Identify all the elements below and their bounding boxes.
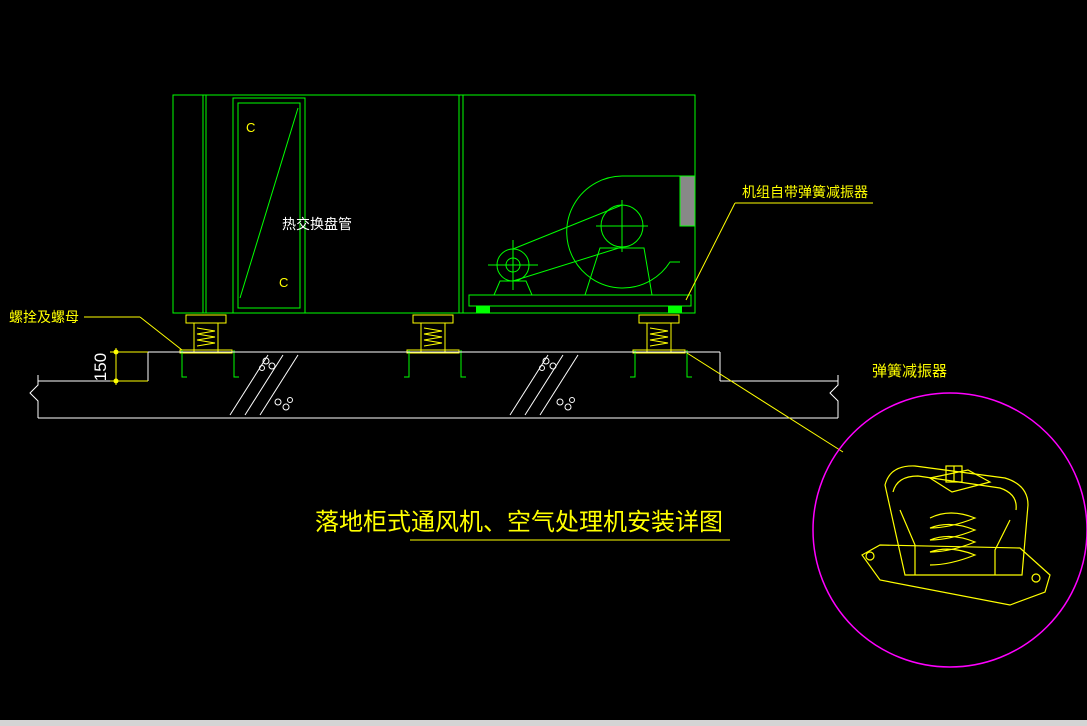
spring-isolator-label: 弹簧减振器 <box>872 362 947 380</box>
concrete-foundation <box>29 351 839 419</box>
outlet-grille <box>679 175 696 227</box>
heat-exchange-coil <box>232 97 306 314</box>
status-bar <box>0 720 1087 726</box>
anchor-bolts <box>181 350 692 378</box>
drawing-title: 落地柜式通风机、空气处理机安装详图 <box>315 508 723 536</box>
isolator-left <box>179 314 233 354</box>
bolt-nut-label: 螺拴及螺母 <box>9 310 79 326</box>
fan-isolator-right <box>668 306 682 313</box>
coil-label: 热交换盘管 <box>282 216 352 233</box>
unit-isolator-label: 机组自带弹簧减振器 <box>742 185 868 201</box>
coil-mark-bottom: C <box>279 275 288 290</box>
air-handling-unit <box>172 94 696 314</box>
height-dimension <box>110 348 148 385</box>
isolator-middle <box>406 314 460 354</box>
centrifugal-fan <box>512 175 680 296</box>
spring-isolator-detail <box>861 465 1051 606</box>
isolator-right <box>632 314 686 354</box>
height-dimension-label: 150 <box>91 353 110 381</box>
base-isolators <box>179 314 686 354</box>
leader-lines <box>84 202 873 453</box>
detail-callout-circle <box>812 392 1087 668</box>
fan-isolator-left <box>476 306 490 313</box>
motor <box>488 240 538 296</box>
fan-base <box>468 294 692 307</box>
coil-mark-top: C <box>246 120 255 135</box>
